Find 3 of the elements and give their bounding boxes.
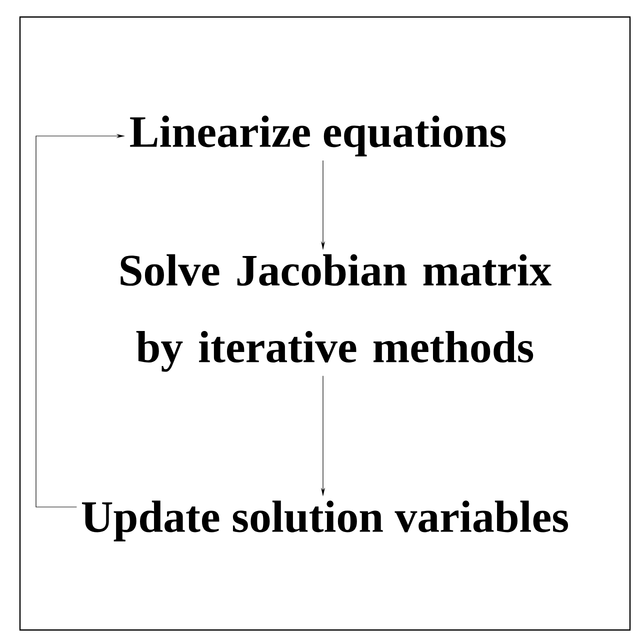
step-text: Solve Jacobian matrix by iterative methods <box>120 254 552 372</box>
step-text: Update solution variables <box>82 500 568 542</box>
step-text: Linearize equations <box>130 116 506 156</box>
